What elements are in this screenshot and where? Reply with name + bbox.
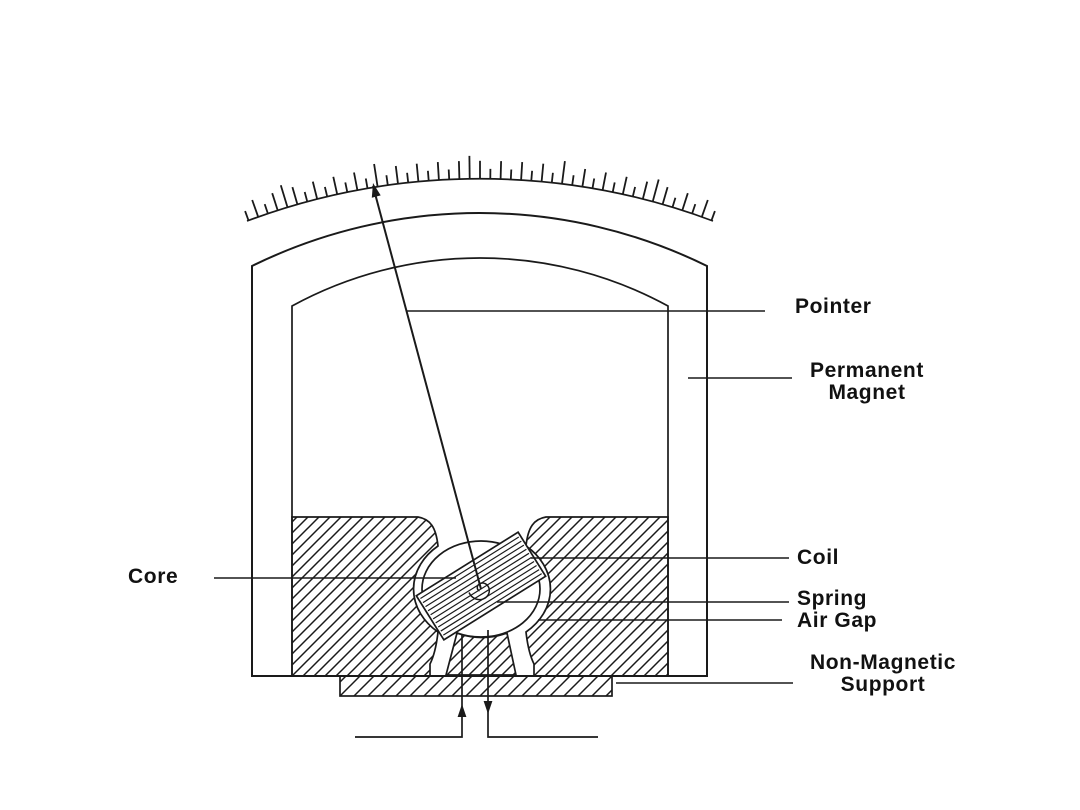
magnet-outer-shell <box>251 212 708 677</box>
scale-tick <box>509 169 513 180</box>
label-support-line2: Support <box>840 673 926 696</box>
coil-winding-line <box>435 560 535 624</box>
scale-tick <box>311 181 319 200</box>
magnet-inner-wall <box>291 257 669 676</box>
scale-tick <box>561 160 566 185</box>
scale-tick <box>353 172 359 191</box>
scale-tick <box>611 182 616 193</box>
coil-winding-line <box>425 544 525 608</box>
scale-ticks <box>244 155 716 221</box>
coil-winding-line <box>432 556 532 620</box>
scale-arc <box>246 178 714 222</box>
scale-tick <box>631 186 636 197</box>
scale-tick <box>385 175 389 186</box>
scale-tick <box>263 203 269 214</box>
current-arrow-down-icon <box>483 701 493 714</box>
coil-winding-line <box>442 573 543 636</box>
label-core: Core <box>128 565 179 588</box>
label-support: Non-Magnetic Support <box>788 652 978 696</box>
label-support-line1: Non-Magnetic <box>809 651 957 674</box>
scale-tick <box>406 172 410 183</box>
label-permanent-magnet: Permanent Magnet <box>791 360 943 404</box>
label-coil: Coil <box>797 546 840 569</box>
scale-tick <box>700 199 709 218</box>
coil-winding-line <box>427 548 527 612</box>
left-pole-piece <box>291 516 439 677</box>
current-arrow-up-icon <box>457 704 467 717</box>
scale-tick <box>303 191 309 202</box>
label-spring: Spring <box>797 587 868 610</box>
scale-tick <box>332 176 339 195</box>
label-permanent-magnet-line2: Magnet <box>828 381 906 404</box>
scale-tick <box>691 203 697 214</box>
scale-tick <box>324 186 329 197</box>
scale-tick <box>427 170 430 181</box>
scale-tick <box>244 210 250 221</box>
scale-tick <box>601 172 607 191</box>
pointer-arrowhead-icon <box>371 183 381 198</box>
scale-tick <box>415 163 420 182</box>
scale-tick <box>641 181 649 200</box>
spring-spiral <box>468 582 491 601</box>
terminal-wire-right <box>487 630 598 738</box>
scale-tick <box>540 163 545 182</box>
scale-tick <box>436 162 440 181</box>
scale-tick <box>364 178 369 189</box>
label-pointer: Pointer <box>795 295 872 318</box>
scale-tick <box>499 161 502 180</box>
scale-tick <box>710 210 716 221</box>
pointer-needle <box>372 185 482 590</box>
scale-tick <box>651 179 660 202</box>
scale-tick <box>394 165 399 185</box>
label-permanent-magnet-line1: Permanent <box>810 359 924 382</box>
support-bar <box>339 675 613 697</box>
scale-tick <box>447 169 451 180</box>
scale-tick <box>661 186 669 205</box>
scale-tick <box>344 182 349 193</box>
scale-tick <box>671 197 677 208</box>
scale-tick <box>591 178 596 189</box>
terminal-wire-left <box>355 634 463 738</box>
core-pedestal <box>444 631 518 676</box>
scale-tick <box>291 186 299 205</box>
coil-winding-line <box>440 569 540 632</box>
right-pole-piece <box>525 516 669 677</box>
scale-tick <box>373 163 379 187</box>
scale-tick <box>550 172 554 183</box>
scale-tick <box>530 170 533 181</box>
scale-tick <box>251 199 260 218</box>
label-air-gap: Air Gap <box>797 609 878 632</box>
scale-tick <box>681 192 689 211</box>
scale-tick <box>520 162 524 181</box>
scale-tick <box>271 192 279 211</box>
coil-winding-line <box>420 536 520 600</box>
scale-tick <box>621 176 628 195</box>
scale-tick <box>581 168 587 187</box>
scale-tick <box>279 185 289 208</box>
scale-tick <box>458 161 461 180</box>
scale-tick <box>571 175 575 186</box>
coil-winding-line <box>422 540 522 604</box>
